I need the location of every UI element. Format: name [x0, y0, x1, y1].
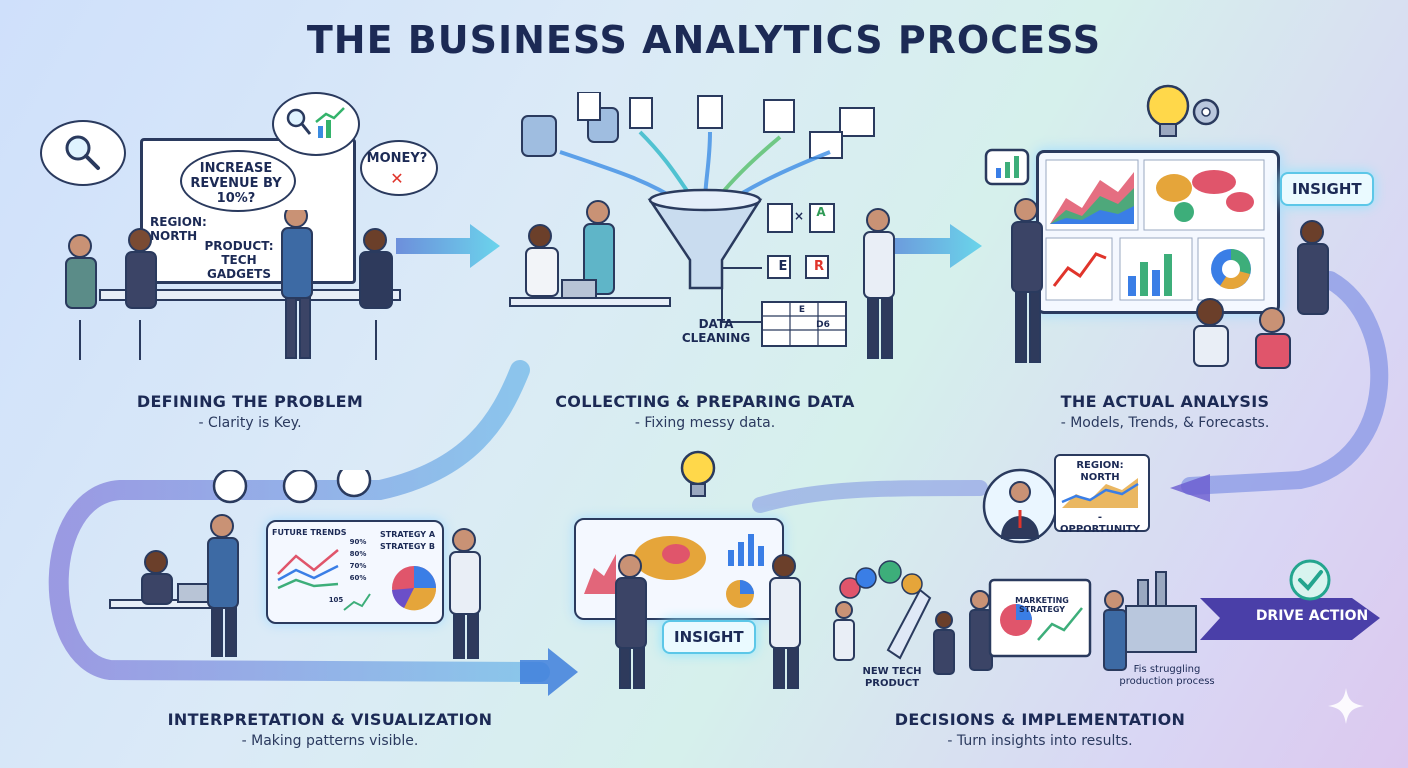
- whiteboard-region: REGION: NORTH: [150, 215, 207, 243]
- arrow-1-to-2: [396, 224, 500, 268]
- stage-2-subtitle: - Fixing messy data.: [634, 415, 776, 431]
- marketing-strategy-label: MARKETING STRATEGY: [1015, 596, 1069, 615]
- stage-3-subtitle: - Models, Trends, & Forecasts.: [1060, 415, 1270, 431]
- viz-pct-90: 90%: [349, 538, 367, 546]
- clean-letter-r: R: [813, 259, 824, 274]
- mini-chart-icon: [286, 107, 345, 138]
- clean-letter-x: ×: [793, 209, 805, 223]
- cross-icon: ✕: [390, 169, 404, 188]
- decision-leader-icon: [982, 468, 1058, 544]
- grid-cell-e: E: [798, 305, 806, 315]
- arrow-2-to-3: [876, 224, 982, 268]
- stage-5-caption: DECISIONS & IMPLEMENTATION - Turn insigh…: [880, 710, 1200, 749]
- viz-pct-60: 60%: [349, 574, 367, 582]
- arrow-4-to-5: [520, 648, 578, 696]
- insight-badge-bottom: INSIGHT: [662, 620, 756, 654]
- chart-bubble-icon: [984, 148, 1030, 186]
- region-card-region: REGION: NORTH: [1076, 460, 1124, 483]
- whiteboard-goal: INCREASE REVENUE BY 10%?: [190, 161, 282, 206]
- stage-3-caption: THE ACTUAL ANALYSIS - Models, Trends, & …: [1030, 392, 1300, 431]
- clean-letter-a: A: [816, 205, 826, 219]
- interpretation-scene: [109, 470, 481, 659]
- viz-small-number: 105: [328, 596, 344, 604]
- magnifier-icon: [65, 135, 100, 170]
- left-loop: [48, 360, 550, 682]
- stage-4-subtitle: - Making patterns visible.: [241, 733, 419, 749]
- stage-5-title: DECISIONS & IMPLEMENTATION: [894, 710, 1186, 729]
- grid-cell-d6: D6: [816, 320, 830, 330]
- stage-3-title: THE ACTUAL ANALYSIS: [1060, 392, 1270, 411]
- sparkle-icon: [1328, 688, 1364, 724]
- stage-1-title: DEFINING THE PROBLEM: [136, 392, 364, 411]
- meeting-scene: [65, 210, 401, 360]
- money-question: MONEY?: [366, 151, 428, 166]
- stage-2-caption: COLLECTING & PREPARING DATA - Fixing mes…: [540, 392, 870, 431]
- stage-4-caption: INTERPRETATION & VISUALIZATION - Making …: [150, 710, 510, 749]
- viz-strategy-b: STRATEGY B: [380, 542, 435, 551]
- viz-pct-70: 70%: [349, 562, 367, 570]
- analysis-presenters: [1011, 198, 1329, 369]
- goal-bubble: [180, 150, 296, 212]
- region-card-note: - OPPORTUNITY: [1059, 512, 1140, 535]
- whiteboard-product: PRODUCT: TECH GADGETS: [204, 239, 274, 281]
- lightbulb-gears-icon: [1146, 84, 1220, 137]
- stage-1-subtitle: - Clarity is Key.: [198, 415, 302, 431]
- insight-presenters: [615, 554, 801, 689]
- stage-5-subtitle: - Turn insights into results.: [947, 733, 1133, 749]
- money-cloud: [360, 140, 438, 196]
- thought-cloud-chart: [272, 92, 360, 156]
- viz-board-charts: [277, 549, 437, 611]
- right-curve: [1181, 271, 1389, 495]
- clean-letter-e: E: [778, 259, 788, 274]
- stage-2-title: COLLECTING & PREPARING DATA: [555, 392, 855, 411]
- drive-action-button[interactable]: DRIVE ACTION: [1255, 608, 1369, 624]
- insight-panel-charts: [584, 534, 764, 608]
- dashboard-charts: [1045, 159, 1265, 301]
- lightbulb-icon: [680, 450, 716, 497]
- viz-pct-80: 80%: [349, 550, 367, 558]
- new-product-label: NEW TECH PRODUCT: [862, 666, 922, 689]
- viz-strategy-a: STRATEGY A: [380, 530, 436, 539]
- page-title: THE BUSINESS ANALYTICS PROCESS: [306, 18, 1102, 62]
- data-collection-scene: [509, 92, 895, 359]
- decisions-scene: [833, 560, 1197, 675]
- viz-future-trends: FUTURE TRENDS: [272, 528, 347, 537]
- stage-4-title: INTERPRETATION & VISUALIZATION: [167, 710, 493, 729]
- production-label: Fis struggling production process: [1119, 664, 1215, 687]
- lower-band: [752, 480, 988, 513]
- checkmark-icon: [1289, 559, 1331, 601]
- arrow-into-decisions: [1170, 474, 1210, 502]
- data-cleaning-label: DATA CLEANING: [681, 317, 751, 345]
- drive-arrow-shape: [1200, 598, 1380, 640]
- insight-badge-top: INSIGHT: [1280, 172, 1374, 206]
- stage-1-caption: DEFINING THE PROBLEM - Clarity is Key.: [110, 392, 390, 431]
- region-card-chart: [1061, 478, 1139, 508]
